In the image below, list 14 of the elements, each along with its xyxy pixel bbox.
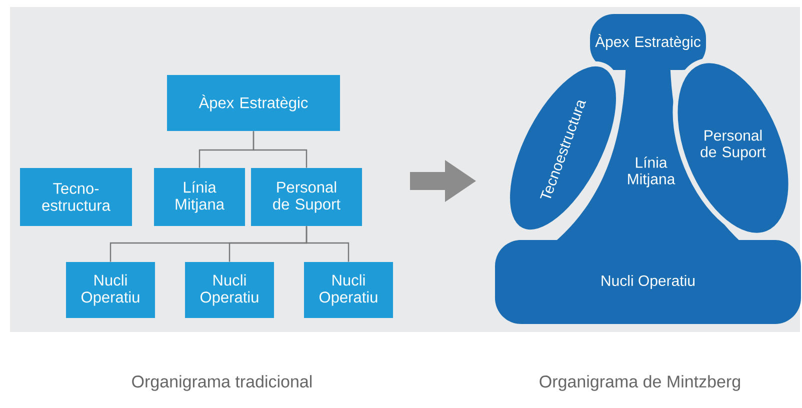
- org-box: Tecno- estructura: [20, 168, 132, 226]
- org-box: Personal de Suport: [251, 168, 362, 226]
- connector-line: [252, 131, 308, 168]
- org-box: Nucli Operatiu: [66, 262, 155, 318]
- org-box: Àpex Estratègic: [167, 75, 340, 131]
- caption: Organigrama de Mintzberg: [540, 375, 740, 391]
- caption: Organigrama tradicional: [132, 375, 312, 391]
- node-label: Àpex Estratègic: [595, 34, 701, 50]
- org-box: Nucli Operatiu: [185, 262, 274, 318]
- org-box: Línia Mitjana: [154, 168, 245, 226]
- org-box: Nucli Operatiu: [304, 262, 393, 318]
- node-label: Nucli Operatiu: [602, 275, 694, 289]
- connector-line: [306, 226, 350, 262]
- node-label: Línia Mitjana: [628, 156, 676, 188]
